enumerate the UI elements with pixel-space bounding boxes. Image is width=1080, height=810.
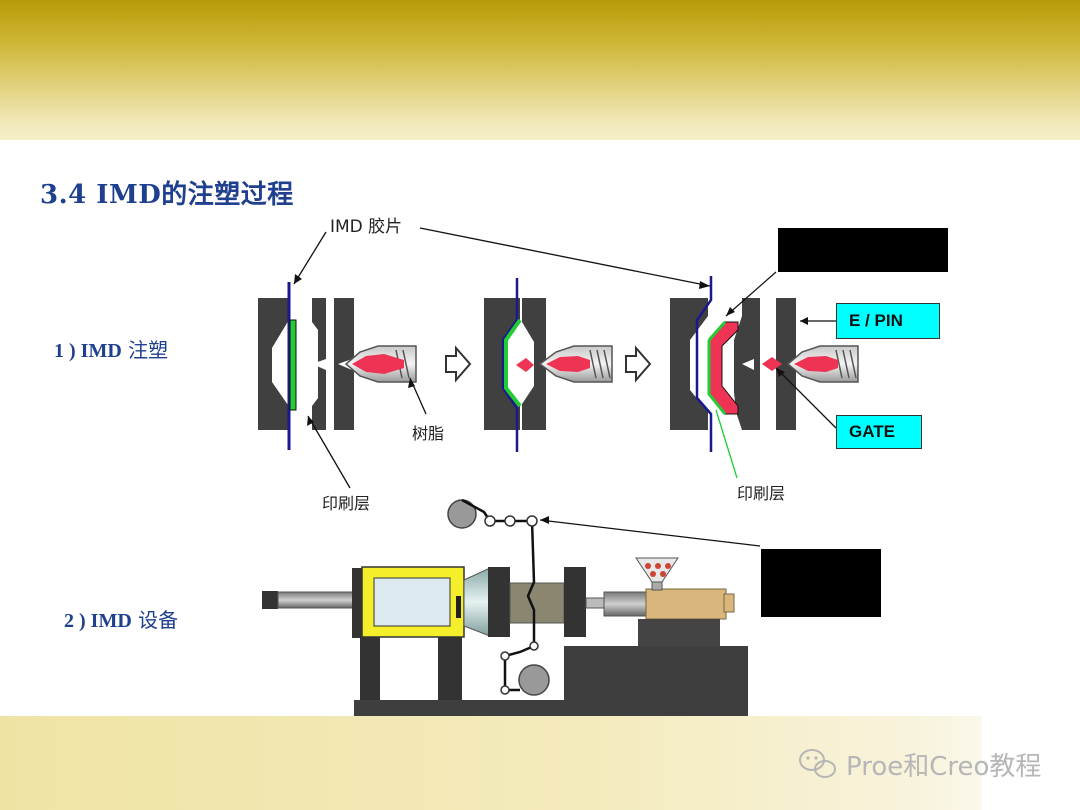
guard-window: [373, 577, 451, 627]
barrel: [603, 591, 649, 617]
print-layer-formed: [504, 318, 522, 408]
section-2-text: 设备: [131, 608, 179, 632]
section-2-label: 2 ) IMD 设备: [64, 604, 178, 633]
nozzle-tip: [585, 597, 605, 609]
imd-film-label: IMD 胶片: [330, 217, 403, 237]
section-1-label: 1 ) IMD 注塑: [54, 334, 168, 363]
imd-film-formed: [501, 278, 519, 452]
hopper-pellets: [645, 563, 671, 577]
leader-blackbox-top: [725, 271, 777, 317]
injection-nozzle-2: [538, 345, 613, 383]
epin-label-box: E / PIN: [836, 303, 940, 339]
fixed-platen: [564, 567, 586, 637]
print-layer-label-2: 印刷层: [737, 484, 786, 503]
header-band: [0, 0, 1080, 140]
guard-handle: [456, 596, 461, 618]
clamp-cylinder-end: [262, 591, 278, 609]
machine-leg-1: [360, 637, 380, 701]
leader-imd-film-3: [419, 227, 711, 287]
section-2-number: 2 ) IMD: [64, 610, 132, 632]
leader-print-3: [715, 409, 738, 479]
redacted-box-bottom: [761, 549, 881, 617]
next-step-arrow-2: [625, 345, 652, 383]
resin-melt: [352, 354, 404, 374]
gate-label-box: GATE: [836, 415, 922, 449]
hopper: [635, 557, 679, 583]
imd-film-3: [695, 276, 713, 452]
core-half-closed: [522, 298, 546, 430]
injection-nozzle-3: [786, 345, 859, 383]
machine-base: [354, 700, 748, 716]
stage-3-eject: [670, 276, 859, 452]
moving-platen: [488, 567, 510, 637]
cavity-half: [258, 298, 290, 430]
guide-rollers: [484, 515, 539, 695]
stationary-plate-3: [776, 298, 796, 430]
stage-1-open-mold: [258, 282, 417, 450]
watermark: Proe和Creo教程: [798, 746, 1041, 782]
watermark-text: Proe和Creo教程: [846, 751, 1042, 782]
leader-imd-film-1: [293, 231, 327, 285]
imd-equipment: [262, 498, 748, 716]
injection-unit-end: [723, 593, 735, 613]
gate-resin: [762, 357, 782, 371]
section-1-number: 1 ) IMD: [54, 340, 122, 362]
resin-fill: [516, 358, 534, 372]
machine-leg-2: [438, 637, 462, 701]
arrowheads: [294, 274, 808, 524]
section-1-text: 注塑: [121, 338, 169, 362]
core-gate-notch: [312, 359, 326, 370]
injection-carriage: [638, 619, 720, 647]
cavity-half-open: [670, 298, 708, 430]
print-layer-label-1: 印刷层: [322, 494, 371, 513]
redacted-box-top: [778, 228, 948, 272]
clamp-rod: [277, 591, 357, 609]
slide-title: 3.4 IMD的注塑过程: [40, 180, 294, 210]
clamp-frame-plate: [352, 568, 364, 638]
next-step-arrow-1: [445, 345, 472, 383]
wechat-icon: [799, 749, 836, 778]
mold-block: [509, 582, 565, 624]
core-gate-3: [742, 359, 754, 370]
tie-bar-area: [463, 567, 491, 637]
leader-blackbox-bottom: [539, 519, 761, 547]
leader-gate: [775, 367, 837, 429]
footer-band: [0, 716, 1080, 810]
injection-unit: [645, 588, 727, 620]
print-layer: [289, 319, 297, 411]
stage-2-injection: [484, 278, 613, 452]
resin-label: 树脂: [412, 424, 445, 443]
leader-lines: [293, 227, 837, 547]
injection-nozzle: [344, 345, 417, 383]
film-takeup-roll: [518, 664, 550, 696]
print-layer-3: [707, 321, 727, 415]
hopper-throat: [651, 581, 663, 591]
leader-print-1: [307, 415, 351, 489]
